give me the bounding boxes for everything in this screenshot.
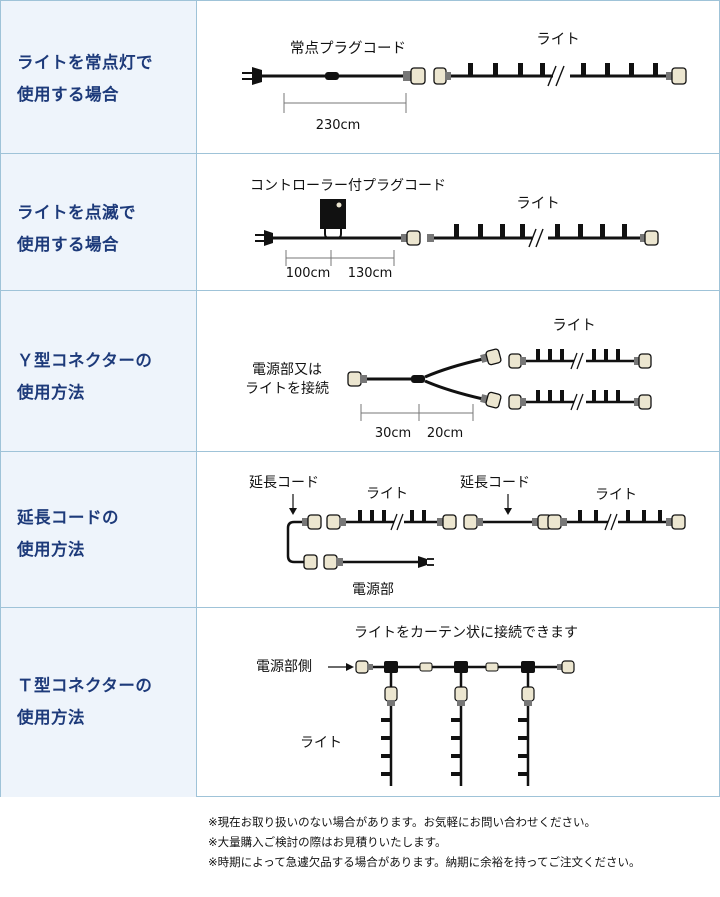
extension-cord-label: 延長コード: [460, 475, 530, 491]
light-string-icon: [547, 510, 686, 531]
light-string-icon: [508, 390, 652, 411]
section-label-cell: Ｙ型コネクターの 使用方法: [1, 291, 197, 452]
t-drop-3: [518, 661, 535, 786]
section-label: Ｔ型コネクターの 使用方法: [17, 676, 153, 727]
constant-light-diagram: 常点プラグコード ライト 230cm: [242, 32, 687, 133]
footnotes: ※現在お取り扱いのない場合があります。お気軽にお問い合わせください。 ※大量購入…: [208, 812, 641, 872]
light-label: ライト: [300, 735, 342, 751]
section-label: 延長コードの 使用方法: [17, 508, 119, 559]
connector-icon: [480, 348, 502, 366]
length-label: 130cm: [348, 266, 393, 281]
section-label: ライトを常点灯で 使用する場合: [17, 53, 153, 104]
arrow-down-icon: [289, 494, 297, 515]
cord-joint: [325, 72, 339, 80]
section-label-cell: 延長コードの 使用方法: [1, 452, 197, 608]
power-side-label: 電源部側: [256, 659, 312, 675]
length-label: 100cm: [286, 266, 331, 281]
y-joint: [411, 375, 425, 383]
t-drop-2: [451, 661, 468, 786]
plug-cord-label: 常点プラグコード: [290, 40, 406, 57]
power-label: 電源部: [352, 582, 394, 598]
power-cord-icon: [303, 554, 434, 570]
extension-cord-diagram: 延長コード 延長コード ライト ライト 電源部: [249, 475, 686, 598]
connector-icon: [401, 230, 421, 246]
plug-icon: [242, 67, 262, 85]
curtain-caption: ライトをカーテン状に接続できます: [354, 624, 578, 641]
controller-icon: [320, 199, 346, 239]
light-label: ライト: [516, 196, 560, 212]
t-connector-diagram: ライトをカーテン状に接続できます 電源部側 ライト: [256, 624, 578, 786]
section-label: Ｙ型コネクターの 使用方法: [17, 351, 153, 402]
footnote: ※現在お取り扱いのない場合があります。お気軽にお問い合わせください。: [208, 815, 596, 829]
light-label: ライト: [552, 318, 596, 334]
plug-icon: [255, 230, 273, 246]
length-label: 30cm: [375, 426, 411, 441]
arrow-down-icon: [504, 494, 512, 515]
light-string-icon: [326, 510, 457, 531]
section-label-cell: Ｔ型コネクターの 使用方法: [1, 608, 197, 797]
section-label-cell: ライトを点滅で 使用する場合: [1, 154, 197, 291]
connector-icon: [302, 514, 322, 530]
light-label: ライト: [536, 32, 580, 48]
section-y-connector: Ｙ型コネクターの 使用方法 ライト 電源部又は ライトを接続: [1, 290, 719, 452]
footnote: ※時期によって急遽欠品する場合があります。納期に余裕を持ってご注文ください。: [208, 855, 641, 869]
light-string-icon: [433, 63, 687, 87]
arrow-right-icon: [328, 663, 354, 671]
source-label: ライトを接続: [245, 380, 329, 397]
t-drop-1: [381, 661, 398, 786]
section-extension-cord: 延長コードの 使用方法 延長コード 延長コード ライト ライト 電源部: [1, 451, 719, 608]
section-blinking-light: ライトを点滅で 使用する場合 コントローラー付プラグコード ライト: [1, 153, 719, 291]
section-t-connector: Ｔ型コネクターの 使用方法 ライトをカーテン状に接続できます 電源部側 ライト: [1, 607, 719, 797]
connector-icon: [480, 391, 502, 409]
light-string-icon: [427, 224, 659, 248]
diagram-table: ライトを常点灯で 使用する場合 常点プラグコード ライト 230cm: [0, 0, 720, 797]
extension-cord-icon: [463, 514, 552, 530]
extension-cord-label: 延長コード: [249, 475, 319, 491]
y-connector-diagram: ライト 電源部又は ライトを接続: [245, 318, 652, 441]
light-label: ライト: [366, 486, 408, 502]
section-label-cell: ライトを常点灯で 使用する場合: [1, 1, 197, 153]
connector-icon: [403, 67, 426, 85]
light-string-icon: [508, 349, 652, 370]
length-label: 20cm: [427, 426, 463, 441]
section-constant-light: ライトを常点灯で 使用する場合 常点プラグコード ライト 230cm: [1, 1, 719, 153]
source-label: 電源部又は: [252, 362, 322, 378]
blinking-light-diagram: コントローラー付プラグコード ライト: [250, 178, 659, 281]
footnote: ※大量購入ご検討の際はお見積りいたします。: [208, 835, 447, 849]
controller-cord-label: コントローラー付プラグコード: [250, 178, 446, 194]
length-label: 230cm: [316, 118, 361, 133]
light-label: ライト: [595, 487, 637, 503]
connector-icon: [347, 371, 367, 387]
section-label: ライトを点滅で 使用する場合: [17, 203, 136, 254]
